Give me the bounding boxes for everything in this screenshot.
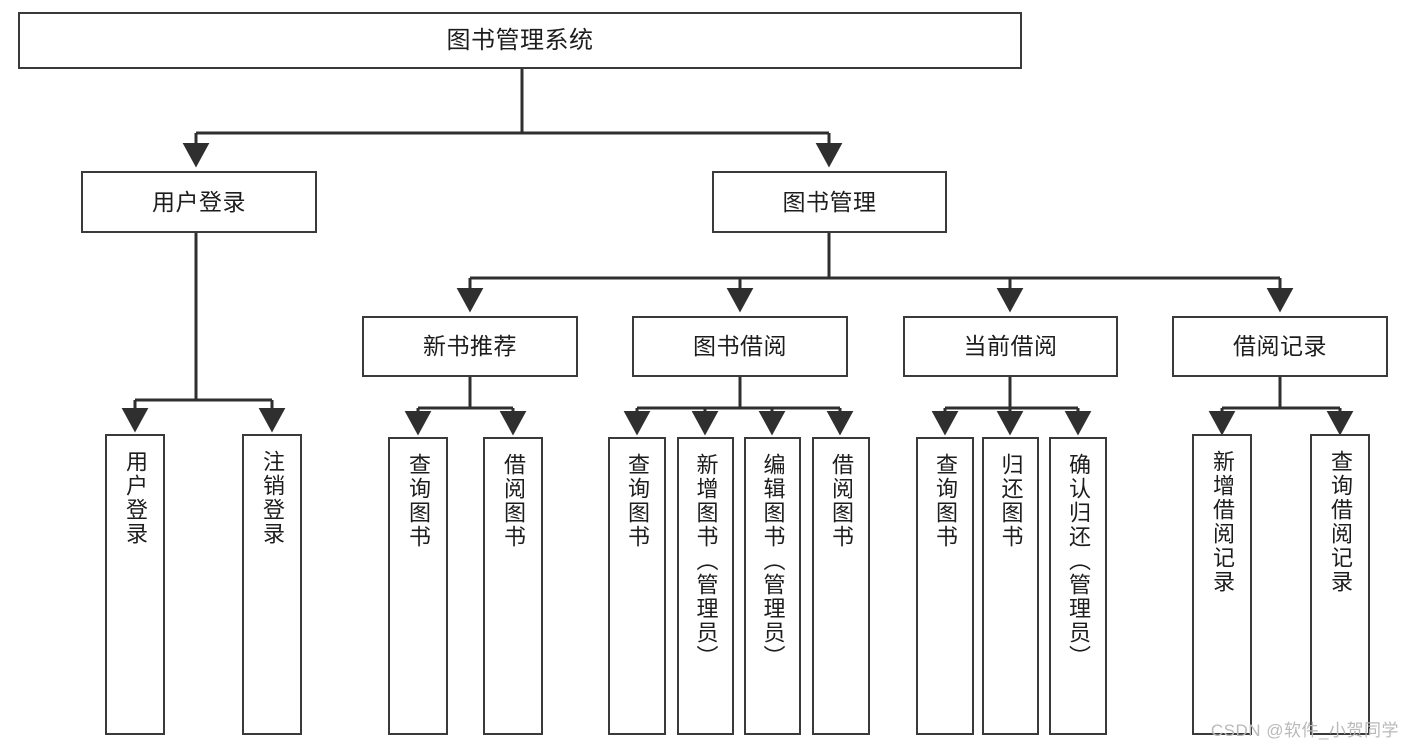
leaf-return-book[interactable]: 归还图书 bbox=[982, 437, 1039, 735]
leaf-add-borrowing-record[interactable]: 新增借阅记录 bbox=[1192, 434, 1252, 735]
leaf-confirm-return-admin[interactable]: 确认归还（管理员） bbox=[1049, 437, 1107, 735]
node-label: 图书借阅 bbox=[693, 333, 787, 360]
leaf-edit-book-admin[interactable]: 编辑图书（管理员） bbox=[744, 437, 801, 735]
node-label: 新书推荐 bbox=[423, 333, 517, 360]
node-label: 查询借阅记录 bbox=[1327, 450, 1353, 594]
node-label: 编辑图书（管理员） bbox=[760, 453, 786, 669]
node-label: 归还图书 bbox=[998, 453, 1024, 549]
node-new-book-recommendation[interactable]: 新书推荐 bbox=[362, 316, 578, 377]
node-label: 查询图书 bbox=[624, 453, 650, 549]
node-label: 用户登录 bbox=[122, 450, 148, 546]
node-label: 新增借阅记录 bbox=[1209, 450, 1235, 594]
leaf-query-book-current[interactable]: 查询图书 bbox=[916, 437, 974, 735]
node-label: 查询图书 bbox=[405, 453, 431, 549]
leaf-query-book-borrowing[interactable]: 查询图书 bbox=[608, 437, 666, 735]
leaf-query-book-recommendation[interactable]: 查询图书 bbox=[388, 437, 448, 735]
node-borrowing-record[interactable]: 借阅记录 bbox=[1172, 316, 1388, 377]
node-label: 查询图书 bbox=[932, 453, 958, 549]
leaf-borrow-book-recommendation[interactable]: 借阅图书 bbox=[483, 437, 543, 735]
node-book-borrowing[interactable]: 图书借阅 bbox=[632, 316, 848, 377]
node-label: 图书管理 bbox=[782, 188, 877, 215]
node-label: 当前借阅 bbox=[963, 333, 1058, 360]
node-label: 借阅图书 bbox=[828, 453, 854, 549]
leaf-user-login[interactable]: 用户登录 bbox=[105, 434, 165, 735]
node-label: 确认归还（管理员） bbox=[1065, 453, 1091, 669]
node-label: 借阅记录 bbox=[1233, 333, 1327, 360]
leaf-borrow-book-borrowing[interactable]: 借阅图书 bbox=[812, 437, 870, 735]
node-label: 用户登录 bbox=[152, 188, 246, 215]
leaf-logout[interactable]: 注销登录 bbox=[242, 434, 302, 735]
node-book-management[interactable]: 图书管理 bbox=[712, 171, 947, 233]
node-user-login[interactable]: 用户登录 bbox=[81, 171, 317, 233]
node-label: 图书管理系统 bbox=[446, 26, 594, 54]
leaf-query-borrowing-record[interactable]: 查询借阅记录 bbox=[1310, 434, 1370, 735]
leaf-add-book-admin[interactable]: 新增图书（管理员） bbox=[677, 437, 734, 735]
csdn-watermark: CSDN @软件_小贺同学 bbox=[1210, 721, 1399, 740]
node-label: 注销登录 bbox=[259, 450, 285, 546]
node-current-borrowing[interactable]: 当前借阅 bbox=[903, 316, 1118, 377]
node-root-library-system[interactable]: 图书管理系统 bbox=[18, 12, 1022, 69]
node-label: 新增图书（管理员） bbox=[693, 453, 719, 669]
node-label: 借阅图书 bbox=[500, 453, 526, 549]
